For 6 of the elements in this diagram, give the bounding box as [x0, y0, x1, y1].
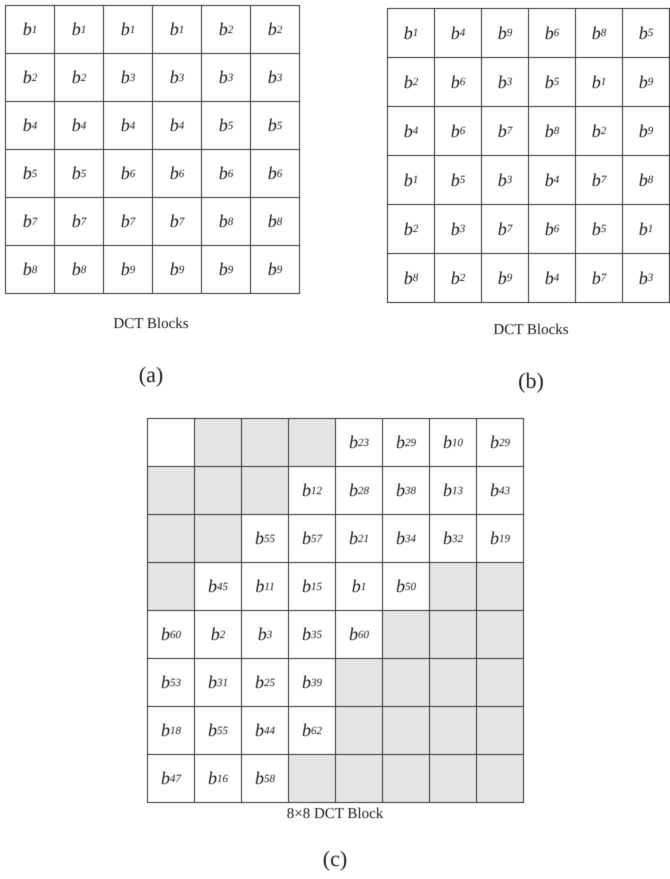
panel-label: (b)	[518, 368, 544, 394]
figure-caption: 8×8 DCT Block	[286, 806, 384, 823]
figure-caption: DCT Blocks	[113, 316, 189, 333]
panel-label: (c)	[322, 846, 348, 872]
figure-caption: DCT Blocks	[493, 322, 569, 339]
panel-label: (a)	[138, 362, 164, 388]
